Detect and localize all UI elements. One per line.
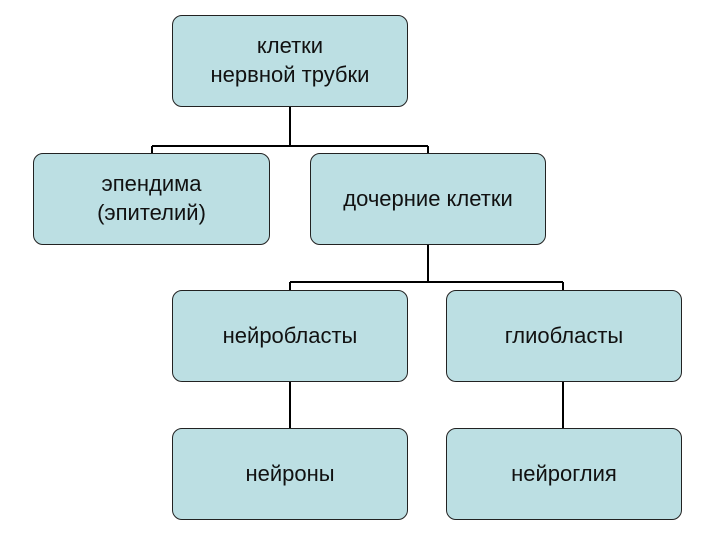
- node-glioblasts: глиобласты: [446, 290, 682, 382]
- node-neuroglia: нейроглия: [446, 428, 682, 520]
- node-ependyma-label: эпендима (эпителий): [97, 171, 206, 225]
- node-neuroblasts: нейробласты: [172, 290, 408, 382]
- node-neuroblasts-label: нейробласты: [222, 322, 358, 348]
- node-neural-tube-cells: клетки нервной трубки: [172, 15, 408, 107]
- node-neuroglia-label: нейроглия: [511, 460, 617, 486]
- node-daughter-cells: дочерние клетки: [310, 153, 546, 245]
- node-glioblasts-label: глиобласты: [504, 322, 624, 348]
- node-neurons: нейроны: [172, 428, 408, 520]
- node-neural-tube-cells-label: клетки нервной трубки: [210, 33, 370, 87]
- node-neurons-label: нейроны: [245, 460, 335, 486]
- node-daughter-cells-label: дочерние клетки: [343, 185, 513, 211]
- node-ependyma: эпендима (эпителий): [33, 153, 270, 245]
